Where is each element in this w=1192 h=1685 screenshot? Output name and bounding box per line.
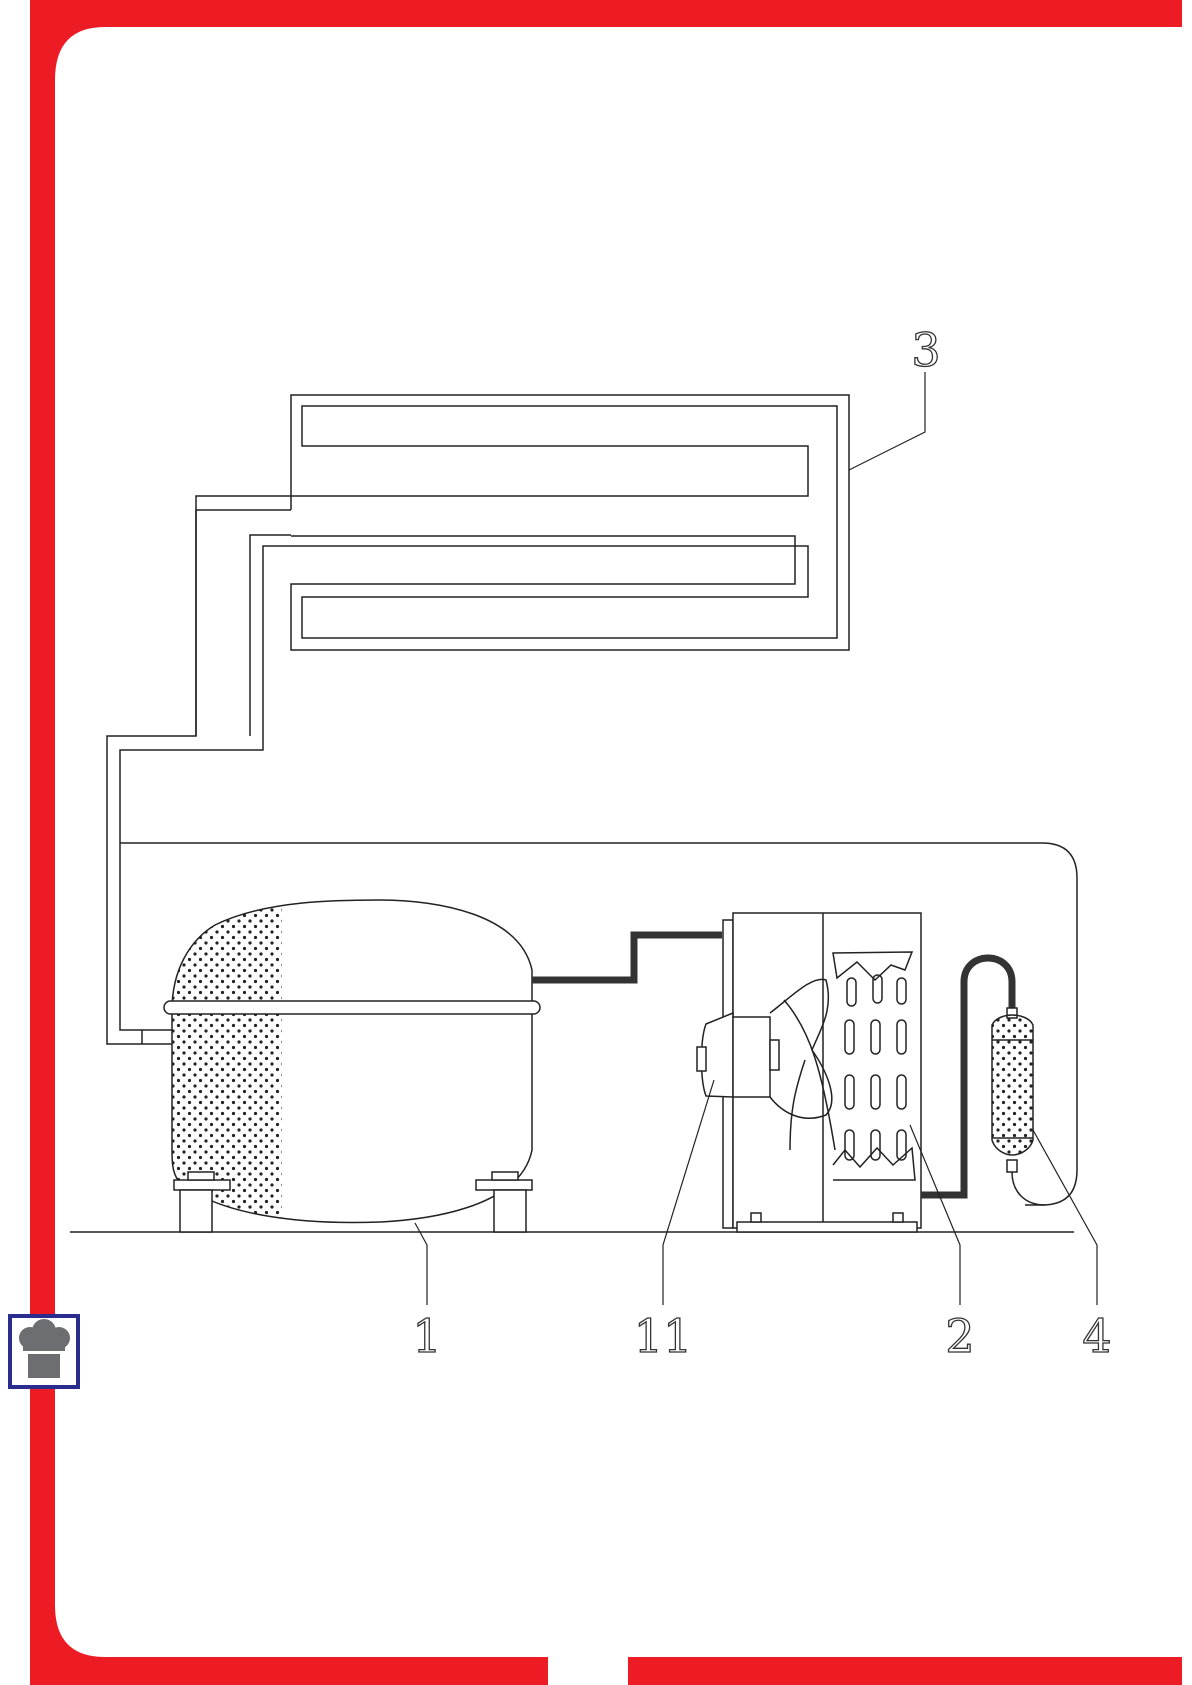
filter-drier <box>990 1008 1045 1205</box>
condenser-unit <box>697 913 921 1232</box>
callout-fan-motor: 11 <box>634 1309 693 1363</box>
callout-filter-drier: 4 <box>1082 1309 1111 1363</box>
callout-evaporator: 3 <box>911 323 940 377</box>
callout-condenser: 2 <box>945 1309 974 1363</box>
evaporator-coil <box>291 395 849 650</box>
compressor <box>164 898 540 1232</box>
callout-compressor: 1 <box>412 1309 441 1363</box>
chef-hat-icon <box>10 1316 78 1387</box>
discharge-pipe <box>532 935 722 980</box>
